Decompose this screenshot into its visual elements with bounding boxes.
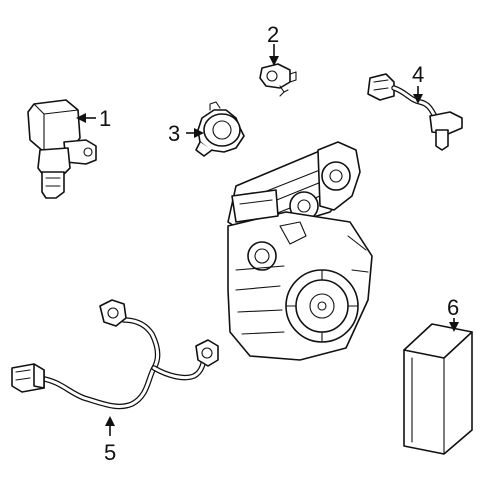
callout-1: 1: [99, 106, 111, 131]
small-sensor-part: [259, 63, 297, 97]
control-module-part: [403, 323, 473, 455]
callout-6: 6: [447, 295, 459, 320]
callout-3: 3: [168, 121, 180, 146]
knock-sensor-harness-part: [11, 299, 219, 410]
callout-leaders: [76, 44, 459, 436]
callout-2: 2: [267, 22, 279, 47]
map-sensor-part: [27, 99, 97, 199]
callout-5: 5: [104, 440, 116, 465]
engine-block: [227, 141, 373, 361]
callout-4: 4: [412, 62, 424, 87]
camshaft-sensor-part: [367, 73, 463, 151]
round-sensor-part: [195, 101, 245, 157]
